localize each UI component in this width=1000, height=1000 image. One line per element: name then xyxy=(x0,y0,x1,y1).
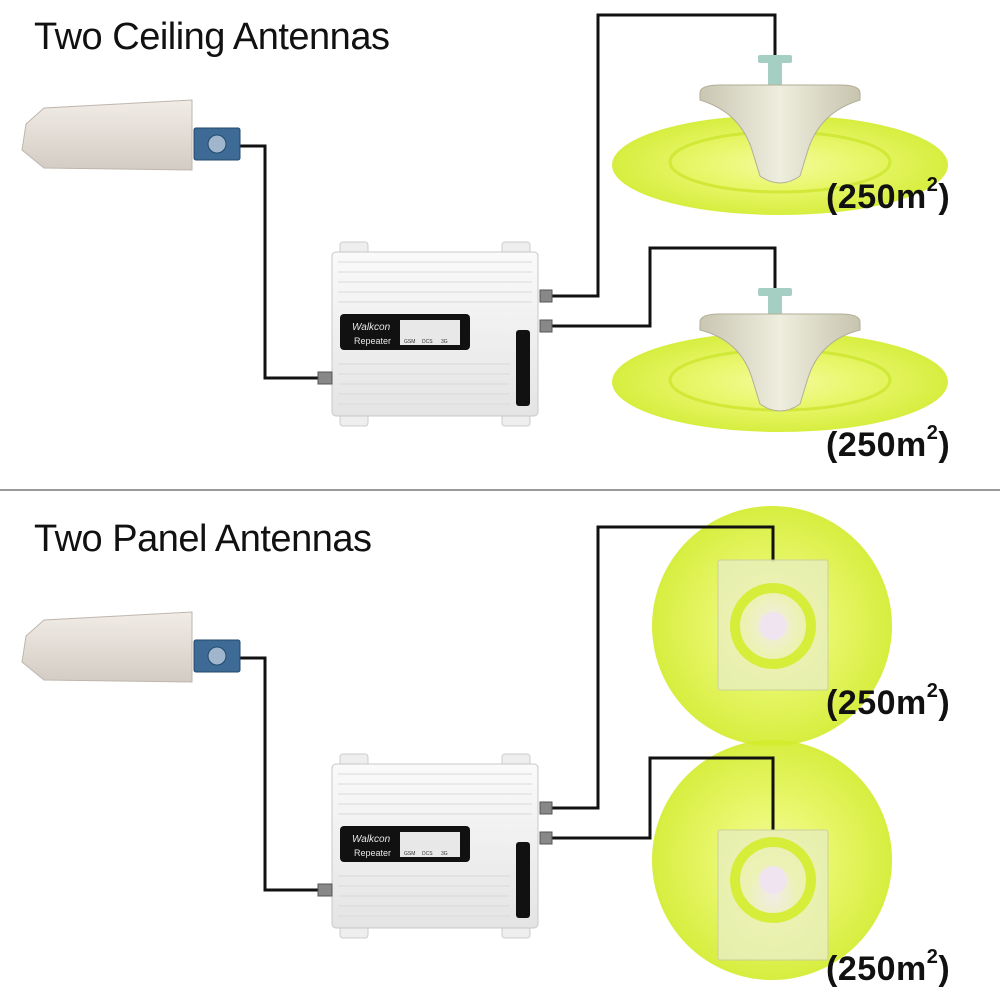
coverage-close: ) xyxy=(938,178,951,216)
coverage-sup: 2 xyxy=(926,946,939,968)
cables-bottom xyxy=(232,525,775,892)
coverage-value: (250m xyxy=(826,684,927,722)
repeater-unit-top: Walkcon Repeater GSM DCS 3G xyxy=(317,241,553,427)
outdoor-yagi-antenna-bottom xyxy=(21,611,241,683)
ceiling-antenna-1 xyxy=(699,55,861,184)
band-label-dcs-top: DCS xyxy=(422,339,433,345)
cables-top xyxy=(232,13,777,380)
coverage-value: (250m xyxy=(826,426,927,464)
coverage-sup: 2 xyxy=(926,680,939,702)
coverage-value: (250m xyxy=(826,178,927,216)
band-label-gsm-top: GSM xyxy=(404,339,415,345)
coverage-sup: 2 xyxy=(926,422,939,444)
coverage-close: ) xyxy=(938,426,951,464)
repeater-label-bottom: Repeater xyxy=(354,848,391,858)
band-label-gsm-bottom: GSM xyxy=(404,851,415,857)
repeater-brand-bottom: Walkcon xyxy=(352,834,391,845)
coverage-value: (250m xyxy=(826,950,927,988)
panel-antenna-1 xyxy=(717,559,829,691)
repeater-unit-bottom: Walkcon Repeater GSM DCS 3G xyxy=(317,753,553,939)
ceiling-antenna-2 xyxy=(699,288,861,412)
coverage-label-panel-2: (250m2) xyxy=(826,946,951,989)
repeater-brand-top: Walkcon xyxy=(352,322,391,333)
coverage-label-ceiling-1: (250m2) xyxy=(826,174,951,217)
band-label-3g-top: 3G xyxy=(441,339,448,345)
coverage-sup: 2 xyxy=(926,174,939,196)
coverage-label-ceiling-2: (250m2) xyxy=(826,422,951,465)
panel-antenna-2 xyxy=(717,829,829,961)
coverage-label-panel-1: (250m2) xyxy=(826,680,951,723)
coverage-close: ) xyxy=(938,950,951,988)
coverage-close: ) xyxy=(938,684,951,722)
outdoor-yagi-antenna-top xyxy=(21,99,241,171)
band-label-3g-bottom: 3G xyxy=(441,851,448,857)
band-label-dcs-bottom: DCS xyxy=(422,851,433,857)
repeater-label-top: Repeater xyxy=(354,336,391,346)
section-title-ceiling: Two Ceiling Antennas xyxy=(34,16,390,58)
section-divider xyxy=(0,489,1000,491)
section-title-panel: Two Panel Antennas xyxy=(34,518,372,560)
